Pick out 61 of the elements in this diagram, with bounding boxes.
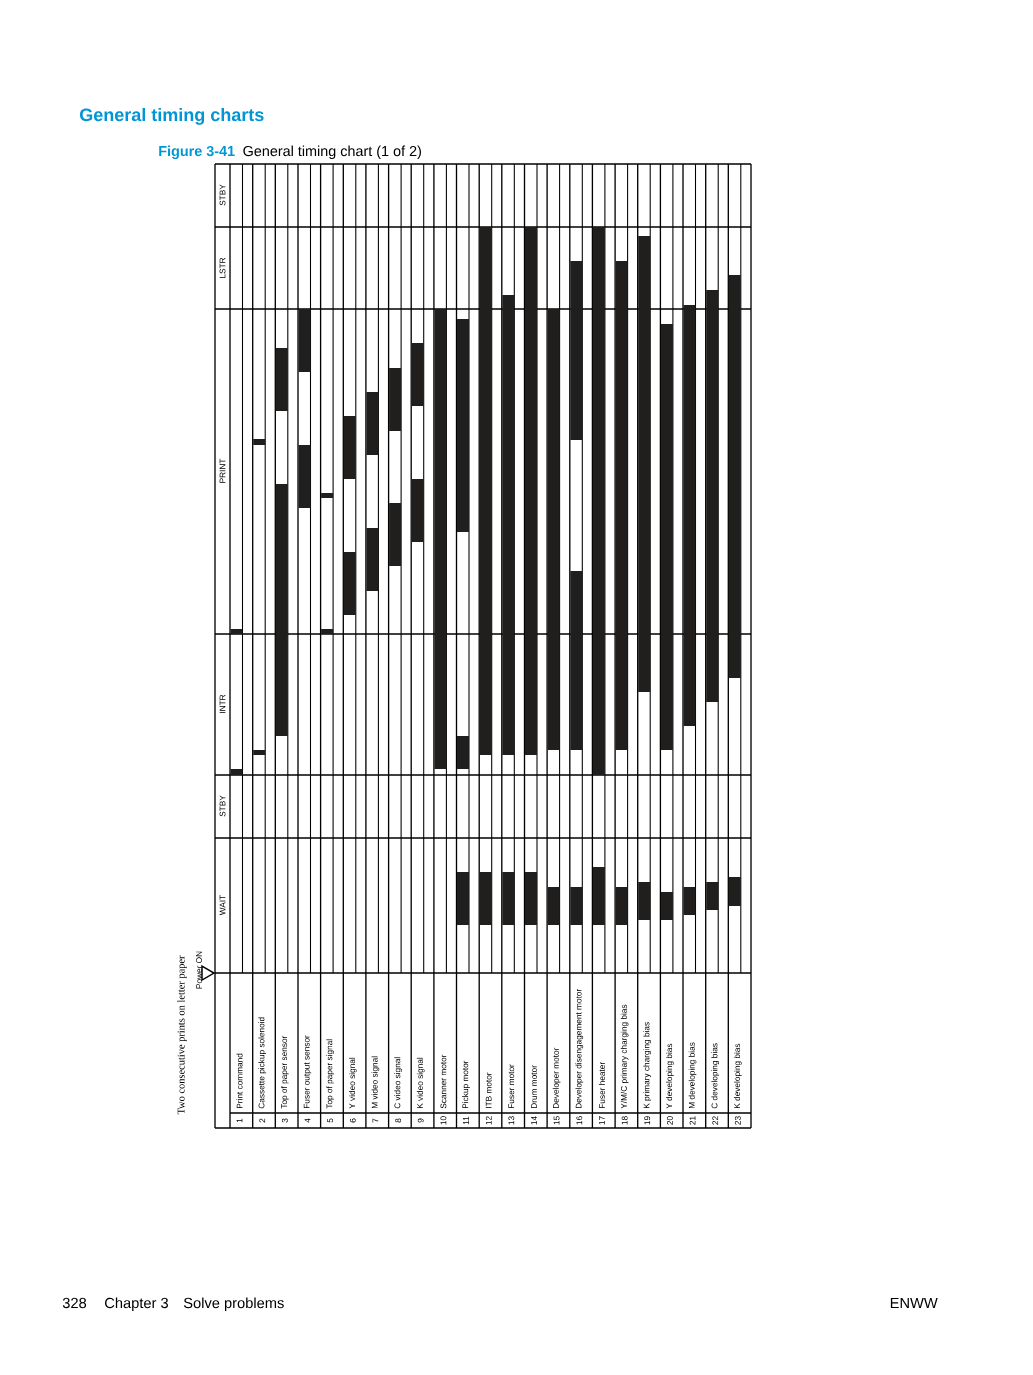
phase-label: STBY [219,184,226,206]
section-heading: General timing charts [80,107,264,125]
row-number: 11 [463,1116,469,1125]
chapter-title: Solve problems [183,1297,284,1312]
signal-name: Top of paper signal [326,1039,334,1109]
phase-label: PRINT [219,458,226,483]
row-number: 12 [485,1116,492,1125]
signal-name: C video signal [394,1057,402,1109]
signal-name: Top of paper sensor [280,1035,289,1109]
figure-caption: General timing chart (1 of 2) [243,145,421,159]
figure-number: Figure 3-41 [159,145,235,160]
signal-name: M developing bias [688,1042,697,1109]
power-on-label: Power ON [196,951,202,989]
signal-name: Developer motor [552,1047,561,1109]
chart-note: Two consecutive prints on letter paper [177,955,187,1115]
footer-code: ENWW [890,1297,938,1308]
row-number: 6 [349,1118,356,1123]
row-number: 20 [667,1116,673,1125]
chapter-label: Chapter 3 [105,1297,168,1312]
row-number: 3 [281,1118,288,1123]
row-number: 15 [553,1116,560,1125]
signal-name: Pickup motor [462,1060,470,1109]
row-number: 21 [689,1116,696,1125]
signal-name: C developing bias [711,1043,720,1109]
row-number: 22 [712,1116,719,1125]
row-number: 10 [440,1116,447,1125]
row-number: 9 [417,1118,424,1123]
phase-label: INTR [219,694,226,713]
row-number: 17 [599,1116,605,1125]
signal-name: K video signal [416,1057,425,1109]
row-number: 2 [259,1118,266,1123]
signal-name: Fuser heater [598,1062,605,1109]
signal-name: M video signal [371,1056,380,1109]
row-number: 8 [395,1118,402,1123]
row-number: 13 [508,1116,515,1125]
row-number: 4 [304,1118,311,1123]
row-number: 14 [531,1116,537,1125]
row-number: 1 [236,1118,243,1123]
row-number: 5 [327,1118,333,1123]
phase-label: WAIT [219,895,226,916]
signal-name: Cassette pickup solenoid [258,1017,267,1109]
phase-label: LSTR [219,257,226,278]
signal-name: Scanner motor [440,1054,447,1109]
signal-name: Fuser output sensor [303,1035,312,1109]
signal-name: Y/M/C primary charging bias [620,1004,629,1109]
signal-name: Y video signal [348,1057,357,1109]
phase-label: STBY [219,795,226,817]
signal-name: Developer disengagement motor [575,989,584,1109]
signal-name: K developing bias [733,1043,742,1109]
signal-name: Fuser motor [508,1064,515,1109]
row-number: 16 [576,1116,583,1125]
page-number: 328 [62,1297,87,1309]
signal-name: K primary charging bias [643,1022,652,1109]
row-number: 19 [644,1116,651,1125]
row-number: 7 [372,1118,379,1123]
signal-name: Drum motor [531,1065,537,1109]
signal-name: Print command [236,1053,243,1109]
signal-name: ITB motor [485,1072,492,1108]
row-number: 23 [734,1116,741,1125]
signal-name: Y developing bias [666,1043,674,1109]
row-number: 18 [621,1116,628,1125]
